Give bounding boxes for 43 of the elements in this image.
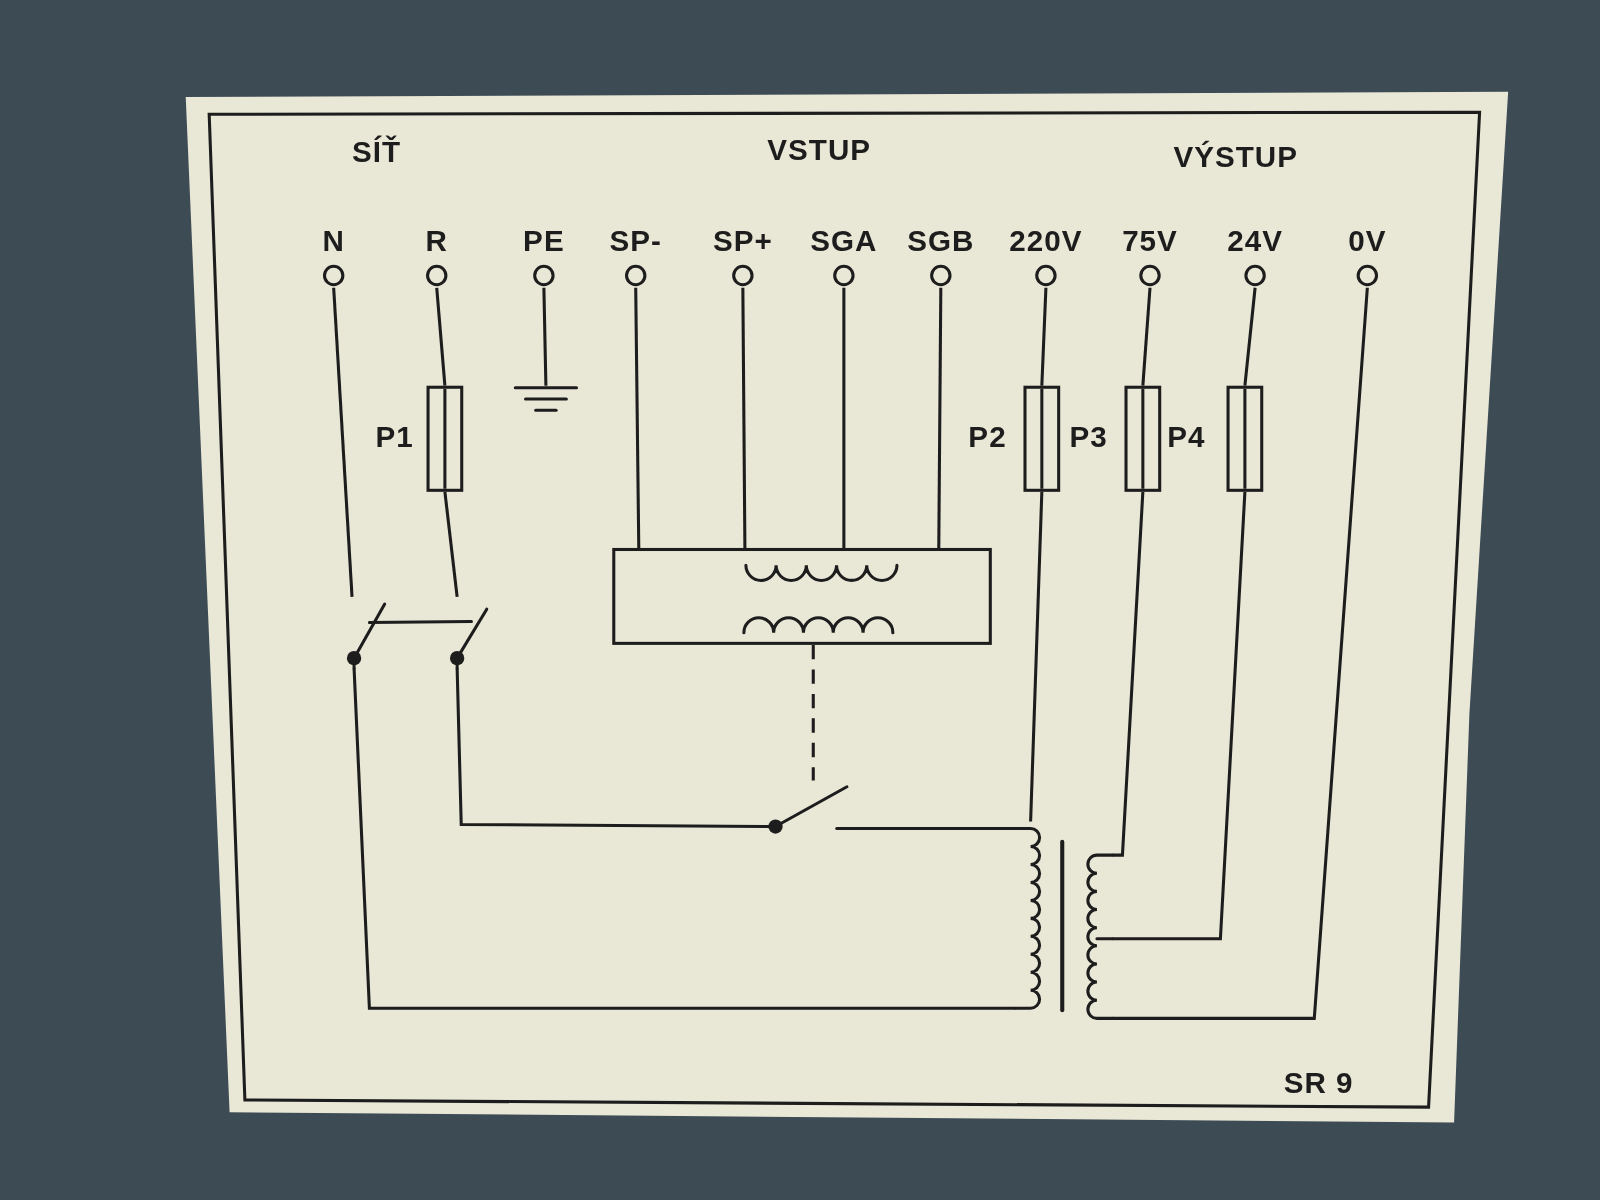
- fuse-label: P4: [1167, 422, 1206, 453]
- wire: [634, 287, 641, 548]
- terminal-label: SGA: [809, 226, 879, 257]
- fuse: [1167, 385, 1264, 492]
- fuse-label: P1: [375, 422, 414, 453]
- fuse: [375, 385, 464, 492]
- wire: [741, 287, 747, 548]
- wire: [1040, 287, 1048, 386]
- wire: [1243, 287, 1257, 386]
- wire: [1112, 491, 1145, 857]
- terminal-label: 24V: [1226, 226, 1284, 257]
- wire: [842, 287, 846, 548]
- sheet-code: SR 9: [1283, 1068, 1354, 1098]
- wire: [435, 287, 447, 386]
- terminal-label: N: [321, 226, 346, 257]
- wire: [332, 287, 354, 598]
- section-heading: VSTUP: [767, 135, 872, 166]
- section-heading: VÝSTUP: [1173, 142, 1298, 173]
- wire: [1112, 491, 1247, 941]
- terminal-label: SGB: [906, 226, 976, 257]
- relay-box: [612, 547, 992, 645]
- wire: [1112, 287, 1369, 1020]
- wire: [443, 491, 459, 598]
- wire: [352, 668, 1016, 1010]
- fuse: [968, 385, 1061, 492]
- wire: [937, 287, 943, 548]
- section-heading: SÍŤ: [352, 137, 402, 168]
- terminal-label: SP+: [711, 226, 774, 257]
- fuse-label: P2: [968, 422, 1007, 453]
- wire: [455, 668, 766, 829]
- wire: [852, 827, 1016, 831]
- fuse-label: P3: [1069, 422, 1108, 453]
- terminal-label: 75V: [1121, 226, 1179, 257]
- terminal-label: 0V: [1347, 226, 1388, 257]
- terminal-label: R: [424, 226, 449, 257]
- wire: [1141, 287, 1152, 386]
- terminal-label: SP-: [608, 226, 663, 257]
- terminal-label: PE: [522, 226, 566, 257]
- wire: [542, 287, 548, 386]
- fuse: [1069, 385, 1162, 492]
- wire: [1029, 491, 1044, 822]
- dashed-linkage-line: [811, 644, 815, 781]
- terminal-label: 220V: [1008, 226, 1084, 257]
